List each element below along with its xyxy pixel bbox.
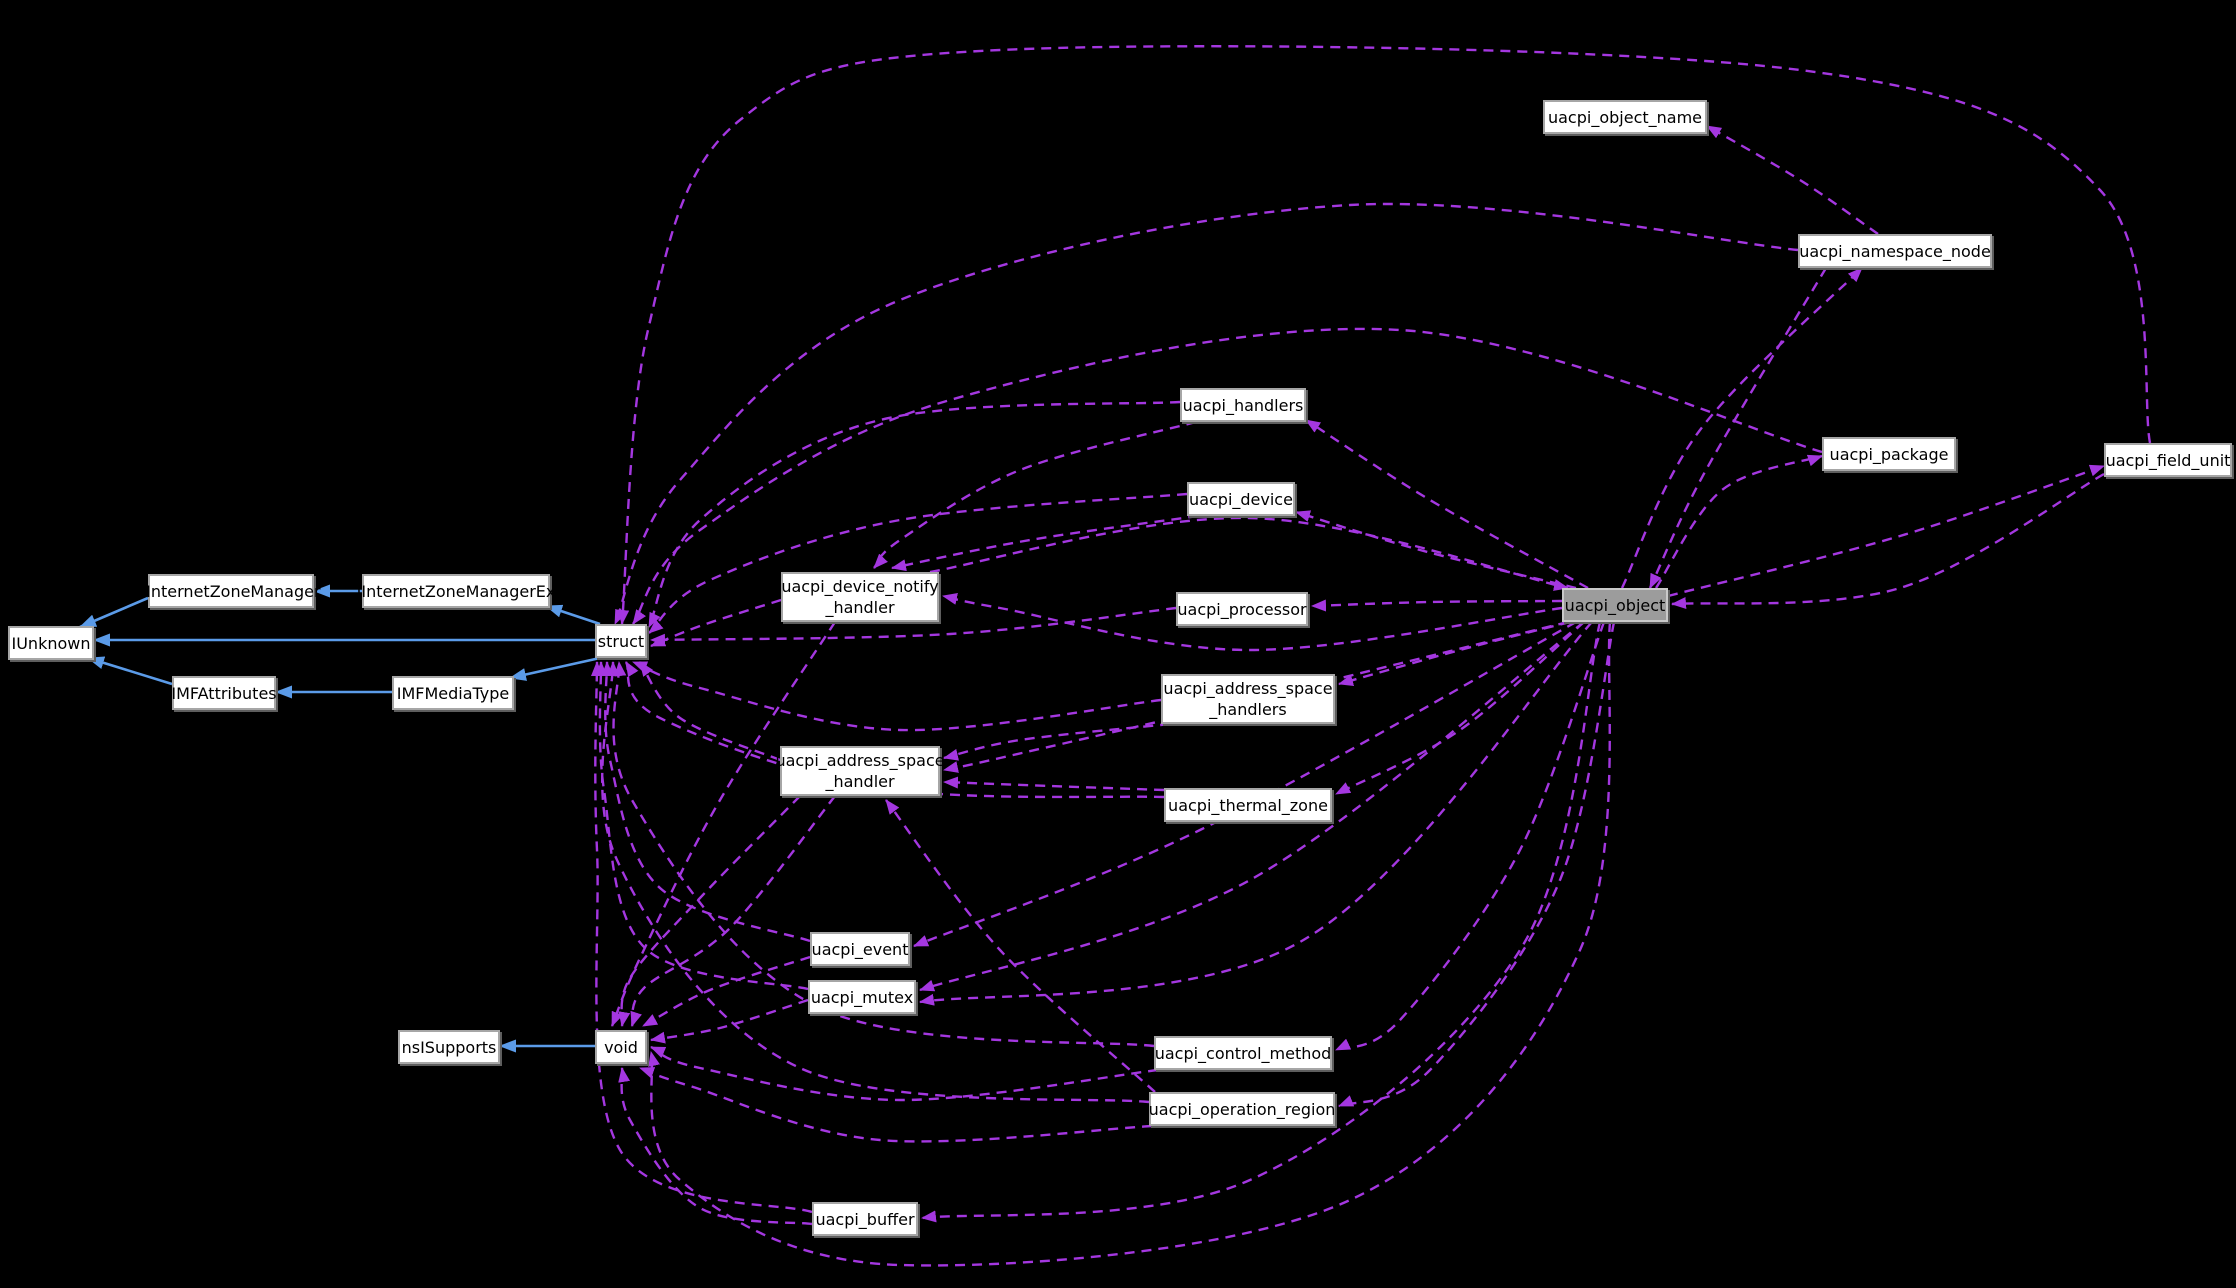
edge-iizm-iunknown bbox=[79, 596, 149, 629]
edge-cmethod-void bbox=[650, 1045, 1159, 1102]
edge-object-devnotify bbox=[942, 593, 1563, 652]
edge-handlers-struct bbox=[647, 400, 1181, 628]
node-uacpi_field_unit[interactable]: uacpi_field_unit bbox=[2104, 443, 2232, 477]
node-uacpi_address_space_handlers[interactable]: uacpi_address_space _handlers bbox=[1161, 674, 1335, 724]
node-uacpi_object_name[interactable]: uacpi_object_name bbox=[1543, 100, 1707, 134]
edge-object-nsnode bbox=[1620, 267, 1863, 589]
edge-ashandlers-ashandler bbox=[943, 722, 1171, 761]
edge-ashandlers-struct bbox=[632, 660, 1162, 732]
node-IInternetZoneManager[interactable]: IInternetZoneManager bbox=[141, 574, 321, 608]
edge-mutex-void bbox=[650, 998, 809, 1044]
node-IInternetZoneManagerEx[interactable]: IInternetZoneManagerEx bbox=[357, 574, 555, 608]
edge-ashandler-struct bbox=[638, 661, 781, 762]
node-uacpi_address_space_handler[interactable]: uacpi_address_space _handler bbox=[775, 746, 945, 796]
node-struct[interactable]: struct bbox=[595, 624, 647, 658]
node-IUnknown[interactable]: IUnknown bbox=[8, 626, 94, 660]
edge-object-buffer bbox=[921, 621, 1602, 1223]
edge-object-ashandler bbox=[943, 620, 1569, 773]
edge-object-mutex bbox=[919, 621, 1585, 992]
edge-cmethod-struct bbox=[612, 661, 1155, 1048]
node-uacpi_event[interactable]: uacpi_event bbox=[810, 932, 910, 966]
node-uacpi_object[interactable]: uacpi_object bbox=[1562, 588, 1668, 622]
node-uacpi_buffer[interactable]: uacpi_buffer bbox=[812, 1202, 918, 1236]
node-IMFMediaType[interactable]: IMFMediaType bbox=[392, 676, 514, 710]
edge-struct-iizmex bbox=[545, 604, 601, 626]
edge-package-struct bbox=[632, 327, 1823, 625]
edge-object-cmethod bbox=[1335, 621, 1606, 1052]
node-uacpi_handlers[interactable]: uacpi_handlers bbox=[1180, 388, 1306, 422]
edge-buffer-struct bbox=[590, 661, 813, 1214]
edge-devnotify-struct bbox=[650, 598, 782, 648]
edge-struct-imfmedia bbox=[509, 656, 601, 681]
edge-ashandler-void bbox=[630, 795, 836, 1027]
node-uacpi_operation_region[interactable]: uacpi_operation_region bbox=[1149, 1092, 1335, 1126]
edge-mutex-struct bbox=[595, 661, 809, 991]
edge-thermal-ashandler bbox=[943, 776, 1165, 792]
edge-object-package bbox=[1655, 454, 1823, 589]
node-uacpi_device[interactable]: uacpi_device bbox=[1187, 482, 1295, 516]
edge-opregion-ashandler bbox=[885, 799, 1156, 1093]
node-nsISupports[interactable]: nsISupports bbox=[398, 1030, 500, 1064]
node-uacpi_processor[interactable]: uacpi_processor bbox=[1176, 592, 1308, 626]
edge-devnotify-object bbox=[929, 516, 1569, 591]
edge-nsnode-struct bbox=[613, 202, 1799, 625]
edge-object-handlers bbox=[1305, 418, 1589, 590]
node-uacpi_mutex[interactable]: uacpi_mutex bbox=[808, 980, 916, 1014]
edge-object-opregion bbox=[1338, 621, 1616, 1108]
edge-nsnode-object bbox=[1648, 267, 1828, 589]
edge-event-void bbox=[642, 955, 811, 1028]
edge-nsnode-objname bbox=[1706, 124, 1879, 235]
node-void[interactable]: void bbox=[595, 1030, 647, 1064]
edge-object-void bbox=[648, 621, 1612, 1267]
edge-device-devnotify bbox=[891, 514, 1199, 572]
node-uacpi_package[interactable]: uacpi_package bbox=[1822, 437, 1956, 471]
edge-opregion-void bbox=[639, 1066, 1153, 1143]
edge-imfattr-iunknown bbox=[87, 656, 173, 686]
edge-handlers-devnotify bbox=[873, 420, 1197, 569]
edge-devnotify-void bbox=[610, 621, 837, 1027]
edge-fieldunit-struct bbox=[617, 45, 2152, 625]
edge-fieldunit-object bbox=[1671, 472, 2105, 610]
edge-object-mutex bbox=[919, 621, 1593, 1006]
edge-object-device bbox=[1295, 510, 1577, 590]
node-uacpi_namespace_node[interactable]: uacpi_namespace_node bbox=[1798, 234, 1992, 268]
edge-object-thermal bbox=[1335, 621, 1585, 796]
node-uacpi_thermal_zone[interactable]: uacpi_thermal_zone bbox=[1164, 788, 1332, 822]
node-uacpi_device_notify_handler[interactable]: uacpi_device_notify _handler bbox=[781, 572, 939, 622]
edge-object-fieldunit bbox=[1667, 464, 2105, 598]
node-uacpi_control_method[interactable]: uacpi_control_method bbox=[1154, 1036, 1332, 1070]
node-IMFAttributes[interactable]: IMFAttributes bbox=[171, 676, 277, 710]
edge-opregion-struct bbox=[601, 661, 1150, 1104]
edge-object-event bbox=[913, 620, 1577, 948]
edge-processor-struct bbox=[650, 606, 1177, 646]
edge-object-processor bbox=[1311, 599, 1563, 612]
edge-buffer-void bbox=[618, 1067, 813, 1226]
edge-event-struct bbox=[601, 661, 811, 943]
edge-device-struct bbox=[648, 492, 1188, 634]
edge-ashandler-void bbox=[618, 795, 801, 1027]
edge-object-ashandlers bbox=[1338, 620, 1571, 686]
